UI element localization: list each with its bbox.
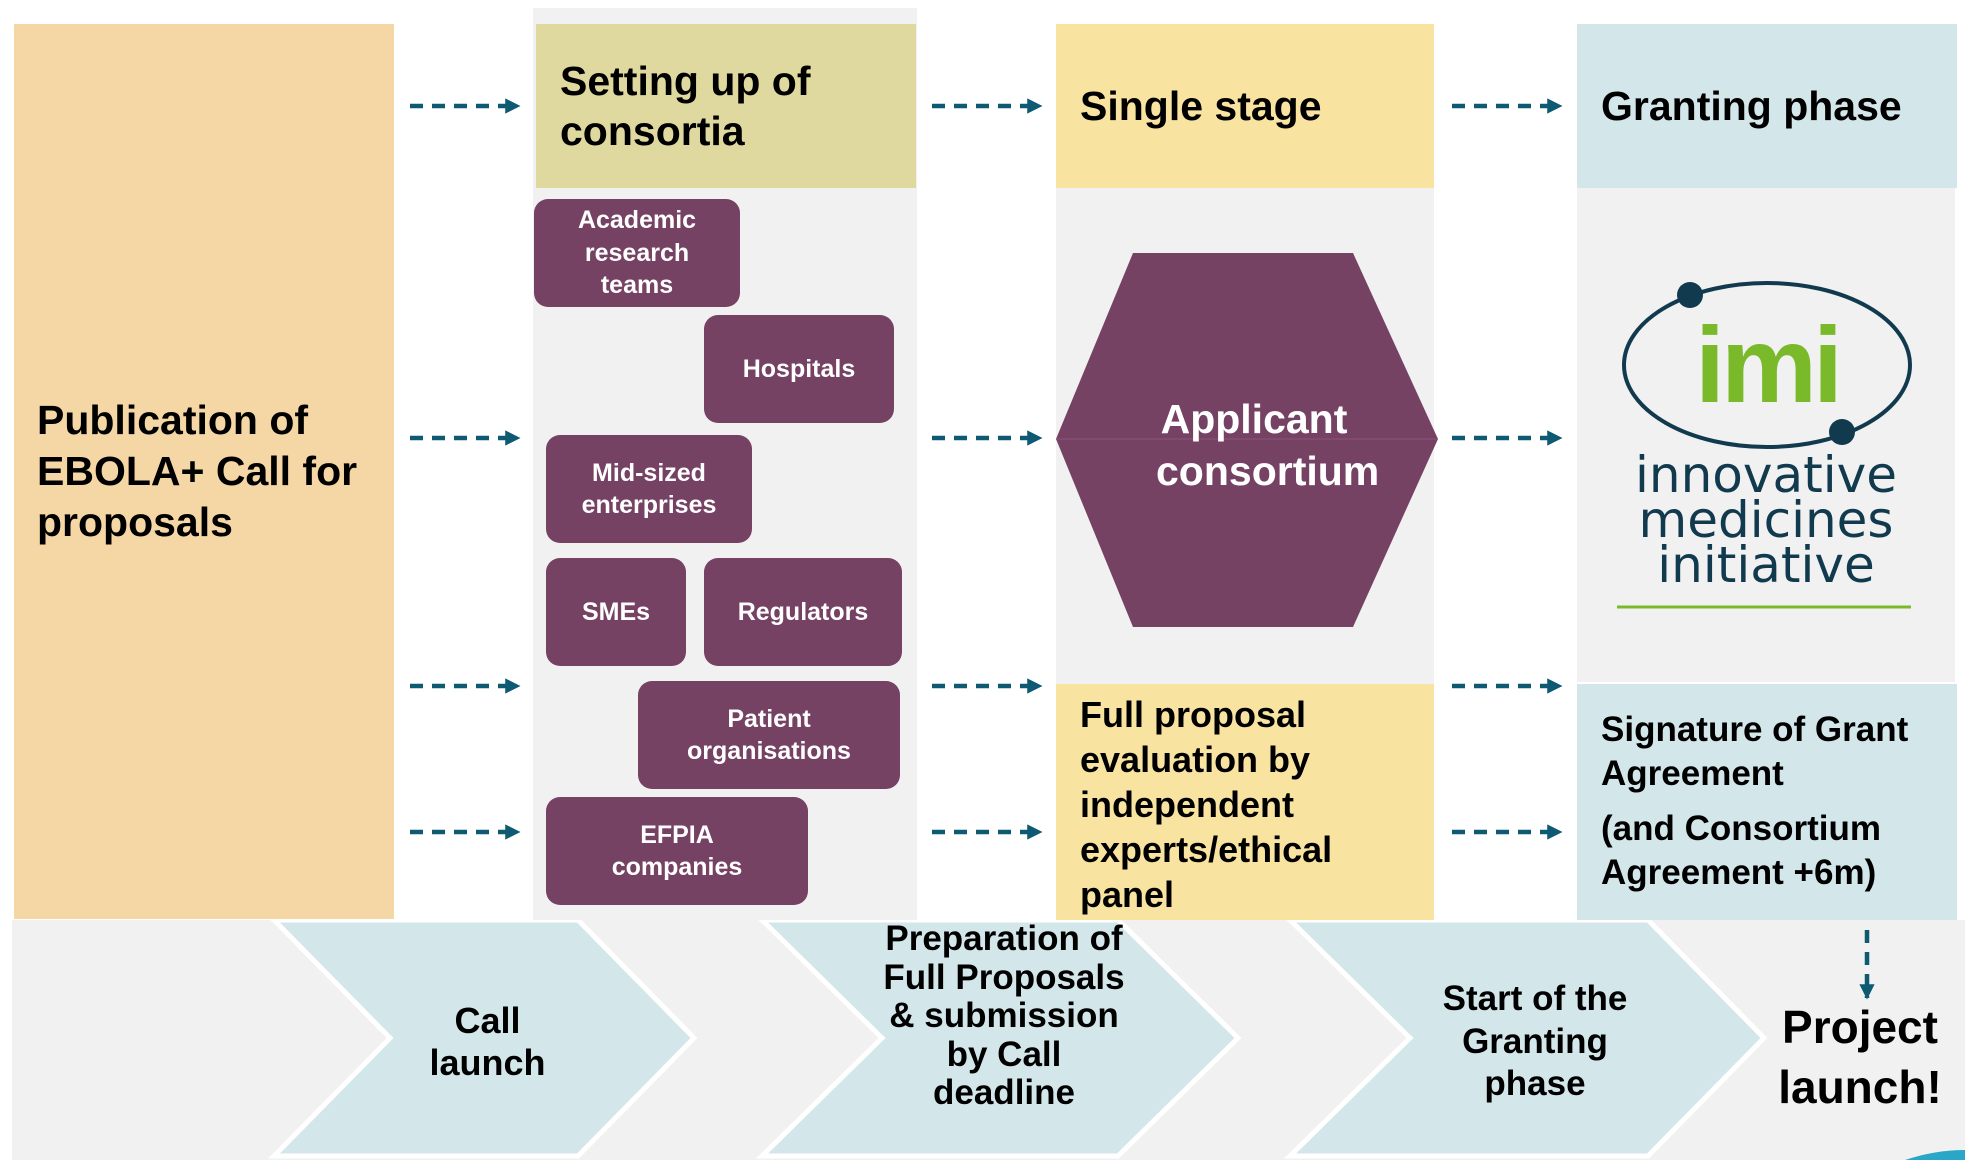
stakeholder-smes-label: SMEs: [581, 597, 651, 626]
stakeholder-patient-organisations: Patient organisations: [638, 681, 900, 789]
stakeholder-efpia-label: EFPIA companies: [611, 820, 743, 882]
granting-phase-header: Granting phase: [1577, 24, 1957, 188]
applicant-consortium-hexagon: [1056, 253, 1438, 627]
timeline-chevrons: [268, 920, 1965, 1160]
granting-column-background: [1577, 186, 1955, 682]
applicant-consortium-label: Applicant consortium: [1156, 396, 1380, 495]
imi-logo-line3: initiative: [1657, 536, 1874, 594]
call-launch-label: Call launch: [429, 1000, 546, 1084]
preparation-label: Preparation of Full Proposals & submissi…: [883, 919, 1125, 1112]
chevron-preparation: [755, 920, 1242, 1159]
imi-logo: imi innovative medicines initiative: [1617, 281, 1912, 609]
setting-up-consortia-title: Setting up of consortia: [560, 57, 811, 154]
stakeholder-hospitals-label: Hospitals: [742, 354, 856, 383]
stakeholder-efpia: EFPIA companies: [546, 797, 808, 905]
stakeholder-academic: Academic research teams: [534, 199, 740, 307]
full-proposal-evaluation-box: Full proposal evaluation by independent …: [1056, 684, 1434, 920]
granting-phase-title: Granting phase: [1601, 82, 1902, 129]
publication-title: Publication of EBOLA+ Call for proposals: [37, 397, 358, 545]
imi-logo-mark: imi: [1695, 304, 1839, 425]
signature-text: Signature of Grant Agreement: [1601, 710, 1909, 794]
single-stage-title: Single stage: [1080, 82, 1322, 129]
stakeholder-smes: SMEs: [546, 558, 686, 666]
stakeholder-regulators-label: Regulators: [737, 597, 869, 626]
evaluation-text: Full proposal evaluation by independent …: [1080, 694, 1333, 915]
imi-logo-line2: medicines: [1639, 491, 1894, 549]
setting-up-consortia-header: Setting up of consortia: [536, 24, 916, 188]
chevron-start-granting: [1283, 920, 1768, 1159]
grant-agreement-box: Signature of Grant Agreement (and Consor…: [1577, 684, 1957, 920]
stakeholder-regulators: Regulators: [704, 558, 902, 666]
chevron-call-launch: [268, 920, 698, 1159]
project-launch-label: Project launch!: [1778, 1001, 1942, 1113]
consortium-agreement-text: (and Consortium Agreement +6m): [1601, 808, 1881, 893]
single-stage-header: Single stage: [1056, 24, 1434, 188]
start-granting-label: Start of the Granting phase: [1442, 979, 1628, 1104]
imi-logo-line1: innovative: [1635, 446, 1897, 504]
stakeholder-academic-label: Academic research teams: [577, 206, 697, 300]
publication-column: [14, 24, 394, 919]
stakeholder-hospitals: Hospitals: [704, 315, 894, 423]
stakeholder-midsized-label: Mid-sized enterprises: [581, 458, 717, 520]
stakeholder-midsized: Mid-sized enterprises: [546, 435, 752, 543]
stakeholder-patients-label: Patient organisations: [687, 704, 851, 766]
